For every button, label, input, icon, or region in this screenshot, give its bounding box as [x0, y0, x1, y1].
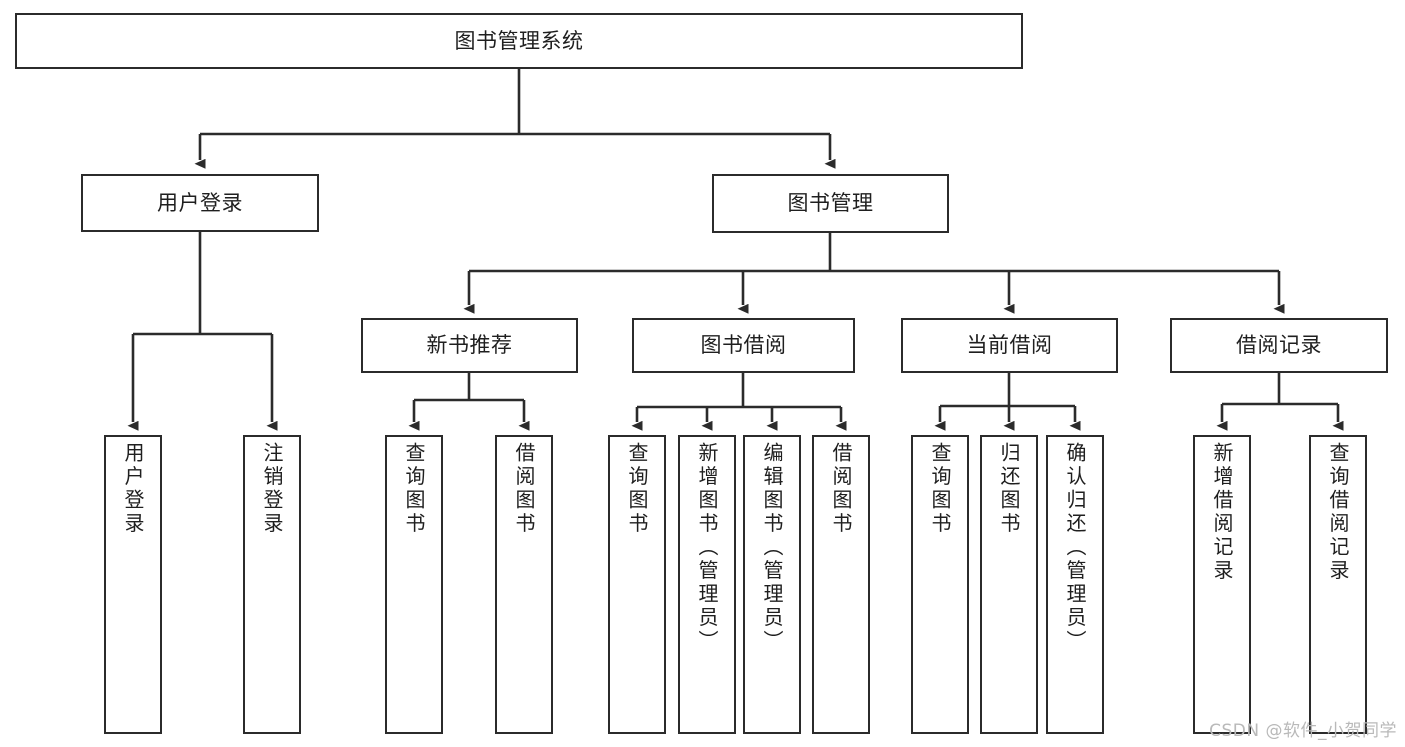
node-label: 借阅图书 [512, 442, 536, 536]
node-label: 注销登录 [260, 442, 284, 536]
node-label: 图书借阅 [700, 333, 787, 358]
node-label: 查询图书 [402, 442, 426, 536]
node-label: 确认归还（管理员） [1063, 442, 1087, 654]
leaf-record-add-record[interactable]: 新增借阅记录 [1193, 435, 1251, 734]
leaf-borrow-edit-book-admin[interactable]: 编辑图书（管理员） [743, 435, 801, 734]
node-user-login[interactable]: 用户登录 [81, 174, 319, 232]
watermark-text: CSDN @软件_小贺同学 [1209, 721, 1397, 741]
leaf-record-query-record[interactable]: 查询借阅记录 [1309, 435, 1367, 734]
node-label: 当前借阅 [966, 333, 1053, 358]
node-new-book-recommend[interactable]: 新书推荐 [361, 318, 578, 373]
node-label: 查询图书 [625, 442, 649, 536]
node-label: 新增借阅记录 [1210, 442, 1234, 583]
node-label: 新增图书（管理员） [695, 442, 719, 654]
node-root-system[interactable]: 图书管理系统 [15, 13, 1023, 69]
node-label: 图书管理 [787, 191, 874, 216]
leaf-current-confirm-return-admin[interactable]: 确认归还（管理员） [1046, 435, 1104, 734]
node-label: 借阅图书 [829, 442, 853, 536]
node-borrow-record[interactable]: 借阅记录 [1170, 318, 1388, 373]
node-label: 编辑图书（管理员） [760, 442, 784, 654]
node-label: 用户登录 [121, 442, 145, 536]
node-label: 用户登录 [157, 190, 243, 215]
node-label: 归还图书 [997, 442, 1021, 536]
node-label: 新书推荐 [426, 333, 513, 358]
node-label: 借阅记录 [1236, 333, 1322, 358]
node-label: 图书管理系统 [454, 28, 584, 53]
node-label: 查询图书 [928, 442, 952, 536]
leaf-current-return-book[interactable]: 归还图书 [980, 435, 1038, 734]
leaf-user-login-logout[interactable]: 注销登录 [243, 435, 301, 734]
leaf-recommend-query-book[interactable]: 查询图书 [385, 435, 443, 734]
leaf-borrow-add-book-admin[interactable]: 新增图书（管理员） [678, 435, 736, 734]
leaf-current-query-book[interactable]: 查询图书 [911, 435, 969, 734]
leaf-recommend-borrow-book[interactable]: 借阅图书 [495, 435, 553, 734]
leaf-borrow-query-book[interactable]: 查询图书 [608, 435, 666, 734]
leaf-borrow-borrow-book[interactable]: 借阅图书 [812, 435, 870, 734]
node-book-borrow[interactable]: 图书借阅 [632, 318, 855, 373]
node-current-borrow[interactable]: 当前借阅 [901, 318, 1118, 373]
leaf-user-login-login[interactable]: 用户登录 [104, 435, 162, 734]
node-label: 查询借阅记录 [1326, 442, 1350, 583]
node-book-management[interactable]: 图书管理 [712, 174, 949, 233]
